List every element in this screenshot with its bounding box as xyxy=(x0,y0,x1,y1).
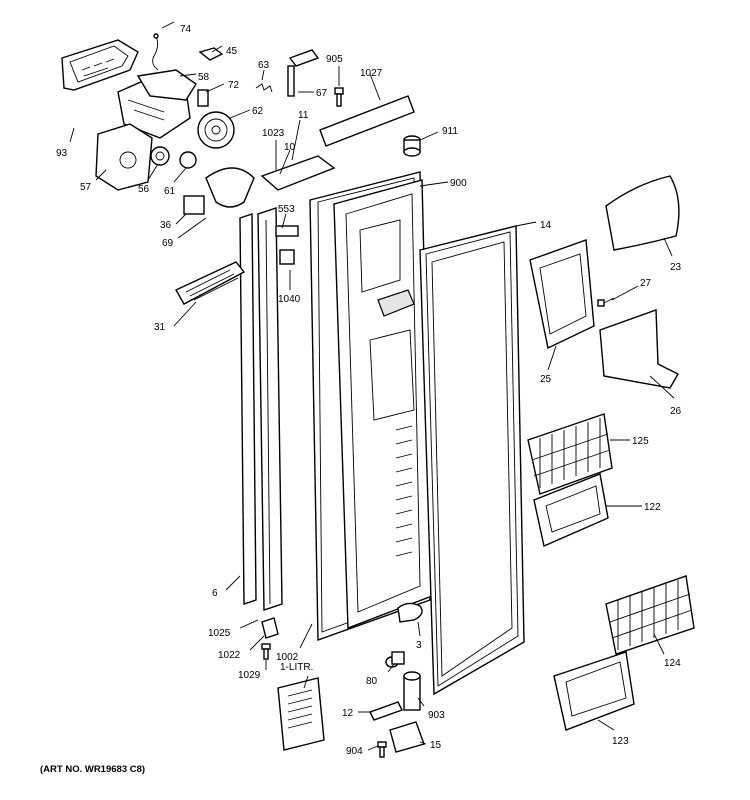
label-123: 123 xyxy=(612,736,629,747)
label-36: 36 xyxy=(160,220,172,231)
label-58: 58 xyxy=(198,72,210,83)
instructions-booklet xyxy=(277,677,325,751)
screw-905 xyxy=(334,87,344,107)
label-93: 93 xyxy=(56,148,68,159)
label-61: 61 xyxy=(164,186,176,197)
switch-72 xyxy=(197,89,209,107)
label-1025: 1025 xyxy=(208,628,231,639)
label-900: 900 xyxy=(450,178,467,189)
label-27: 27 xyxy=(640,278,652,289)
dispenser-control-panel xyxy=(61,39,139,91)
label-26: 26 xyxy=(670,406,682,417)
label-125: 125 xyxy=(632,436,649,447)
label-553: 553 xyxy=(278,204,295,215)
bracket-45 xyxy=(198,47,224,61)
label-904: 904 xyxy=(346,746,363,757)
label-69: 69 xyxy=(162,238,174,249)
bin-cover-23 xyxy=(605,175,680,251)
shaft-67 xyxy=(287,49,320,97)
label-15: 15 xyxy=(430,740,442,751)
label-10: 10 xyxy=(284,142,296,153)
label-1-litr: 1-LITR. xyxy=(280,662,313,673)
actuator-36 xyxy=(183,195,205,215)
label-62: 62 xyxy=(252,106,264,117)
wire-harness-74 xyxy=(152,33,159,71)
bin-26 xyxy=(599,309,679,389)
label-1002: 1002 xyxy=(276,652,299,663)
funnel-bracket xyxy=(205,167,255,208)
leader-lines xyxy=(69,21,675,751)
gear-61 xyxy=(179,151,197,169)
label-911: 911 xyxy=(442,126,458,137)
clip-1022 xyxy=(261,617,279,639)
hinge-15 xyxy=(389,721,425,753)
label-74: 74 xyxy=(180,24,192,35)
door-gasket-14 xyxy=(419,225,525,696)
label-56: 56 xyxy=(138,184,150,195)
shelf-31 xyxy=(175,261,246,305)
cam-3 xyxy=(397,602,423,623)
label-57: 57 xyxy=(80,182,92,193)
fitting-80 xyxy=(385,651,405,668)
label-1023: 1023 xyxy=(262,128,285,139)
screw-1029 xyxy=(261,643,271,660)
label-31: 31 xyxy=(154,322,166,333)
hinge-1040 xyxy=(275,225,299,265)
motor-57 xyxy=(95,123,153,191)
label-72: 72 xyxy=(228,80,240,91)
label-124: 124 xyxy=(664,658,681,669)
auger-motor-62 xyxy=(197,111,235,149)
label-11: 11 xyxy=(298,110,309,121)
trim-1027 xyxy=(319,95,415,147)
bin-25 xyxy=(529,239,595,350)
label-1029: 1029 xyxy=(238,670,261,681)
art-number-caption: (ART NO. WR19683 C8) xyxy=(40,764,145,775)
bin-122 xyxy=(533,473,609,547)
tube-903 xyxy=(403,671,421,711)
label-903: 903 xyxy=(428,710,445,721)
label-14: 14 xyxy=(540,220,552,231)
basket-125 xyxy=(527,413,613,495)
label-1040: 1040 xyxy=(278,294,301,305)
label-12: 12 xyxy=(342,708,354,719)
label-905: 905 xyxy=(326,54,343,65)
basket-124 xyxy=(605,575,695,655)
label-1022: 1022 xyxy=(218,650,241,661)
label-3: 3 xyxy=(416,640,422,651)
label-23: 23 xyxy=(670,262,682,273)
screw-27 xyxy=(597,297,615,307)
door-liner-900 xyxy=(333,179,433,630)
dispenser-housing xyxy=(117,69,197,139)
label-45: 45 xyxy=(226,46,238,57)
bin-123 xyxy=(553,651,635,731)
side-trim-6 xyxy=(239,213,257,605)
label-1027: 1027 xyxy=(360,68,383,79)
coupling-56 xyxy=(150,146,170,166)
plug-911 xyxy=(403,135,421,157)
label-80: 80 xyxy=(366,676,378,687)
spring-63 xyxy=(255,83,273,93)
label-25: 25 xyxy=(540,374,552,385)
screw-904 xyxy=(377,741,387,758)
door-top-cap-10 xyxy=(260,155,336,191)
label-67: 67 xyxy=(316,88,328,99)
part-labels: 74 45 58 72 93 62 63 905 1027 67 911 102… xyxy=(56,24,682,757)
side-trim-1025 xyxy=(257,207,283,611)
label-122: 122 xyxy=(644,502,661,513)
label-63: 63 xyxy=(258,60,270,71)
bracket-12 xyxy=(369,701,403,721)
label-6: 6 xyxy=(212,588,218,599)
